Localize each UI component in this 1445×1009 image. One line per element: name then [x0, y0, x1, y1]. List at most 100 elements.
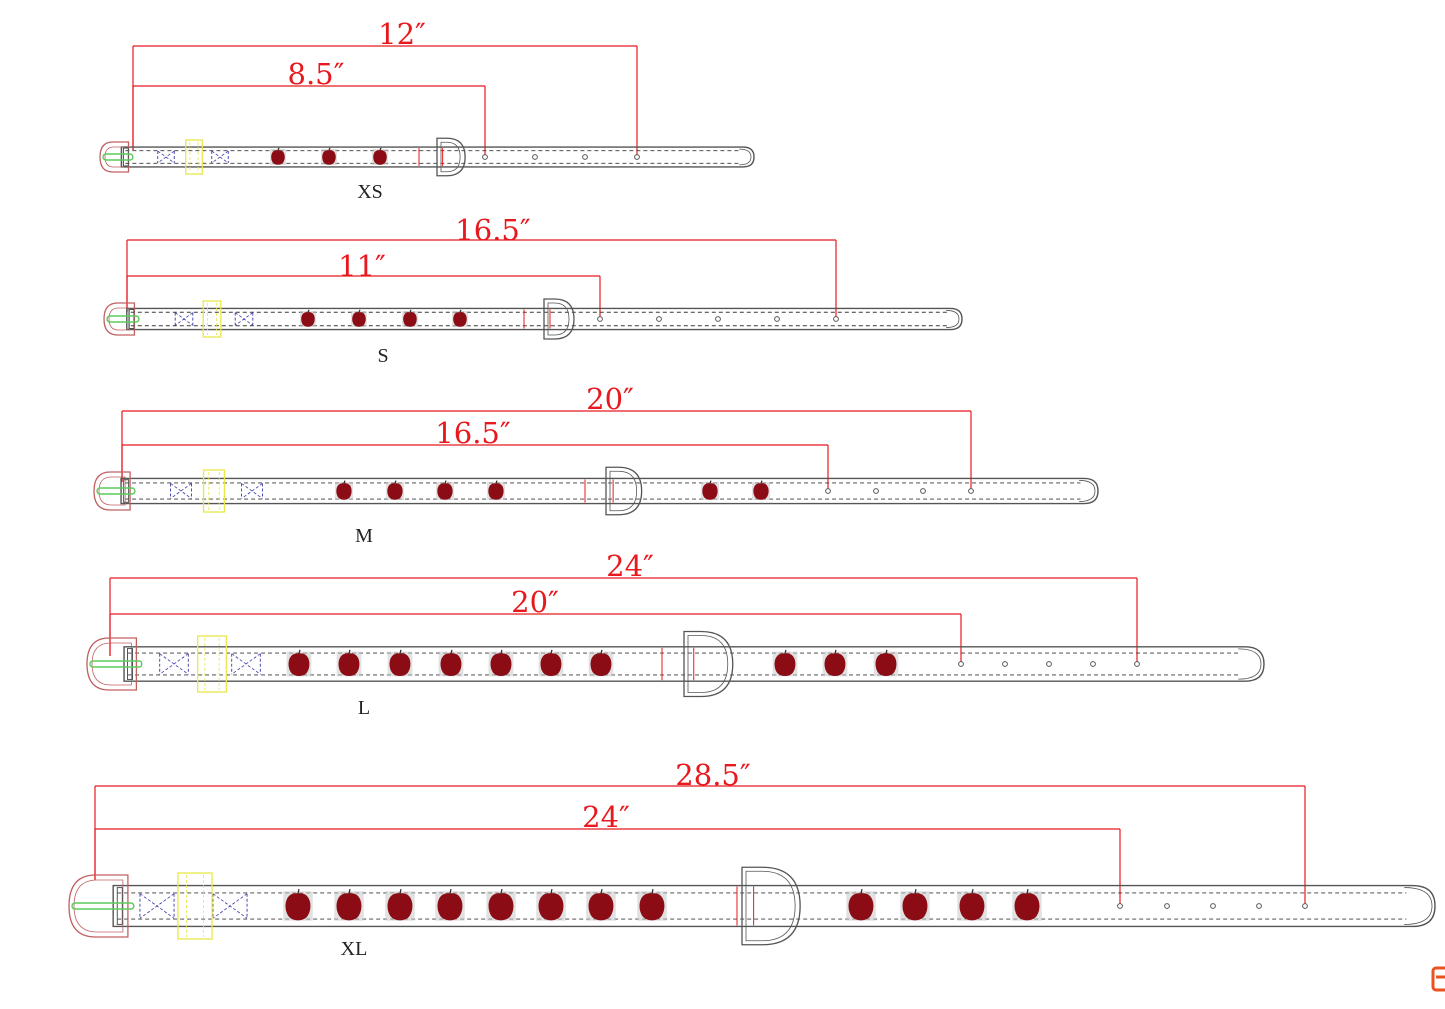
adjust-hole [532, 154, 538, 160]
dimension-inner [94, 828, 1121, 905]
buckle-frame [99, 141, 130, 173]
adjust-hole [873, 488, 879, 494]
stitch-box [241, 483, 263, 499]
collar-body [103, 298, 963, 340]
d-ring [543, 298, 575, 340]
stud [385, 480, 405, 501]
stud [700, 480, 720, 501]
buckle-bar [127, 648, 134, 680]
d-ring-inner [745, 870, 796, 942]
adjust-hole [597, 316, 603, 322]
dimension-label-total: 28.5″ [675, 758, 751, 792]
dimension-label-inner: 8.5″ [288, 57, 345, 91]
adjust-hole [582, 154, 588, 160]
adjust-hole [634, 154, 640, 160]
stud [586, 888, 616, 921]
buckle-prong [71, 902, 135, 910]
stitch-box [212, 893, 248, 919]
keeper-loop [202, 469, 226, 513]
stud [283, 888, 313, 921]
stud [751, 480, 771, 501]
stud [538, 649, 564, 677]
adjust-hole [715, 316, 721, 322]
stud [822, 649, 848, 677]
strap-tip-edge [739, 148, 752, 166]
buckle-bar [116, 887, 123, 925]
stud [486, 888, 516, 921]
strap-tip-edge [1238, 648, 1262, 680]
strap-outline [120, 146, 755, 168]
stitch-box [174, 312, 194, 326]
buckle-prong [106, 315, 140, 323]
dimension-total [94, 785, 1306, 905]
strap-tip-edge [1404, 887, 1433, 925]
adjust-hole [920, 488, 926, 494]
stud [452, 309, 468, 327]
stitch-box [211, 150, 229, 164]
dimension-label-total: 24″ [606, 549, 654, 583]
dimension-label-inner: 16.5″ [435, 416, 511, 450]
adjust-hole [1090, 661, 1096, 667]
stud [402, 309, 418, 327]
dimension-label-inner: 11″ [338, 249, 386, 283]
dimension-label-total: 16.5″ [455, 213, 531, 247]
d-ring [436, 137, 466, 177]
keeper-loop [185, 139, 203, 175]
dimension-label-total: 20″ [586, 382, 634, 416]
keeper-loop [202, 300, 222, 338]
dimension-total [109, 577, 1138, 664]
adjust-hole [1210, 903, 1216, 909]
buckle-prong [96, 487, 136, 495]
stud [387, 649, 413, 677]
stud [637, 888, 667, 921]
stud [772, 649, 798, 677]
buckle-bar [122, 147, 129, 167]
d-ring-inner [609, 470, 638, 512]
stud [334, 888, 364, 921]
strap-tip-edge [1079, 480, 1096, 502]
stud [488, 649, 514, 677]
stud [372, 147, 388, 165]
keeper-loop [177, 872, 213, 940]
stitch-box [231, 653, 261, 675]
stitch-box [170, 483, 192, 499]
stud [900, 888, 930, 921]
stud [588, 649, 614, 677]
adjust-hole [968, 488, 974, 494]
dimension-label-inner: 24″ [582, 800, 630, 834]
strap-outline [123, 646, 1265, 682]
strap-tip-edge [946, 310, 960, 328]
stud [270, 147, 286, 165]
collar-l: 24″ 20″ L [86, 549, 1265, 719]
collar-s: 16.5″ 11″ S [103, 213, 963, 367]
buckle-prong [89, 660, 143, 668]
dimension-inner [132, 85, 486, 158]
buckle-frame-inner [73, 879, 124, 933]
collar-body [68, 866, 1436, 946]
stud [957, 888, 987, 921]
adjust-hole [1256, 903, 1262, 909]
collar-body [86, 630, 1265, 698]
adjust-hole [774, 316, 780, 322]
strap-outline [126, 307, 963, 331]
collar-xl: 28.5″ 24″ XL [68, 758, 1436, 960]
adjust-hole [825, 488, 831, 494]
buckle-frame [103, 302, 136, 336]
stud [385, 888, 415, 921]
stud [286, 649, 312, 677]
d-ring [741, 866, 801, 946]
adjust-hole [958, 661, 964, 667]
stitch-box [139, 893, 175, 919]
stud [435, 480, 455, 501]
stud [321, 147, 337, 165]
dimension-label-inner: 20″ [511, 585, 559, 619]
stitch-box [159, 653, 189, 675]
buckle-bar [123, 479, 130, 503]
buckle-frame-inner [108, 307, 130, 331]
size-label-m: M [355, 525, 373, 547]
stud [536, 888, 566, 921]
stitch-box [234, 312, 254, 326]
d-ring-inner [687, 635, 729, 693]
stud [334, 480, 354, 501]
